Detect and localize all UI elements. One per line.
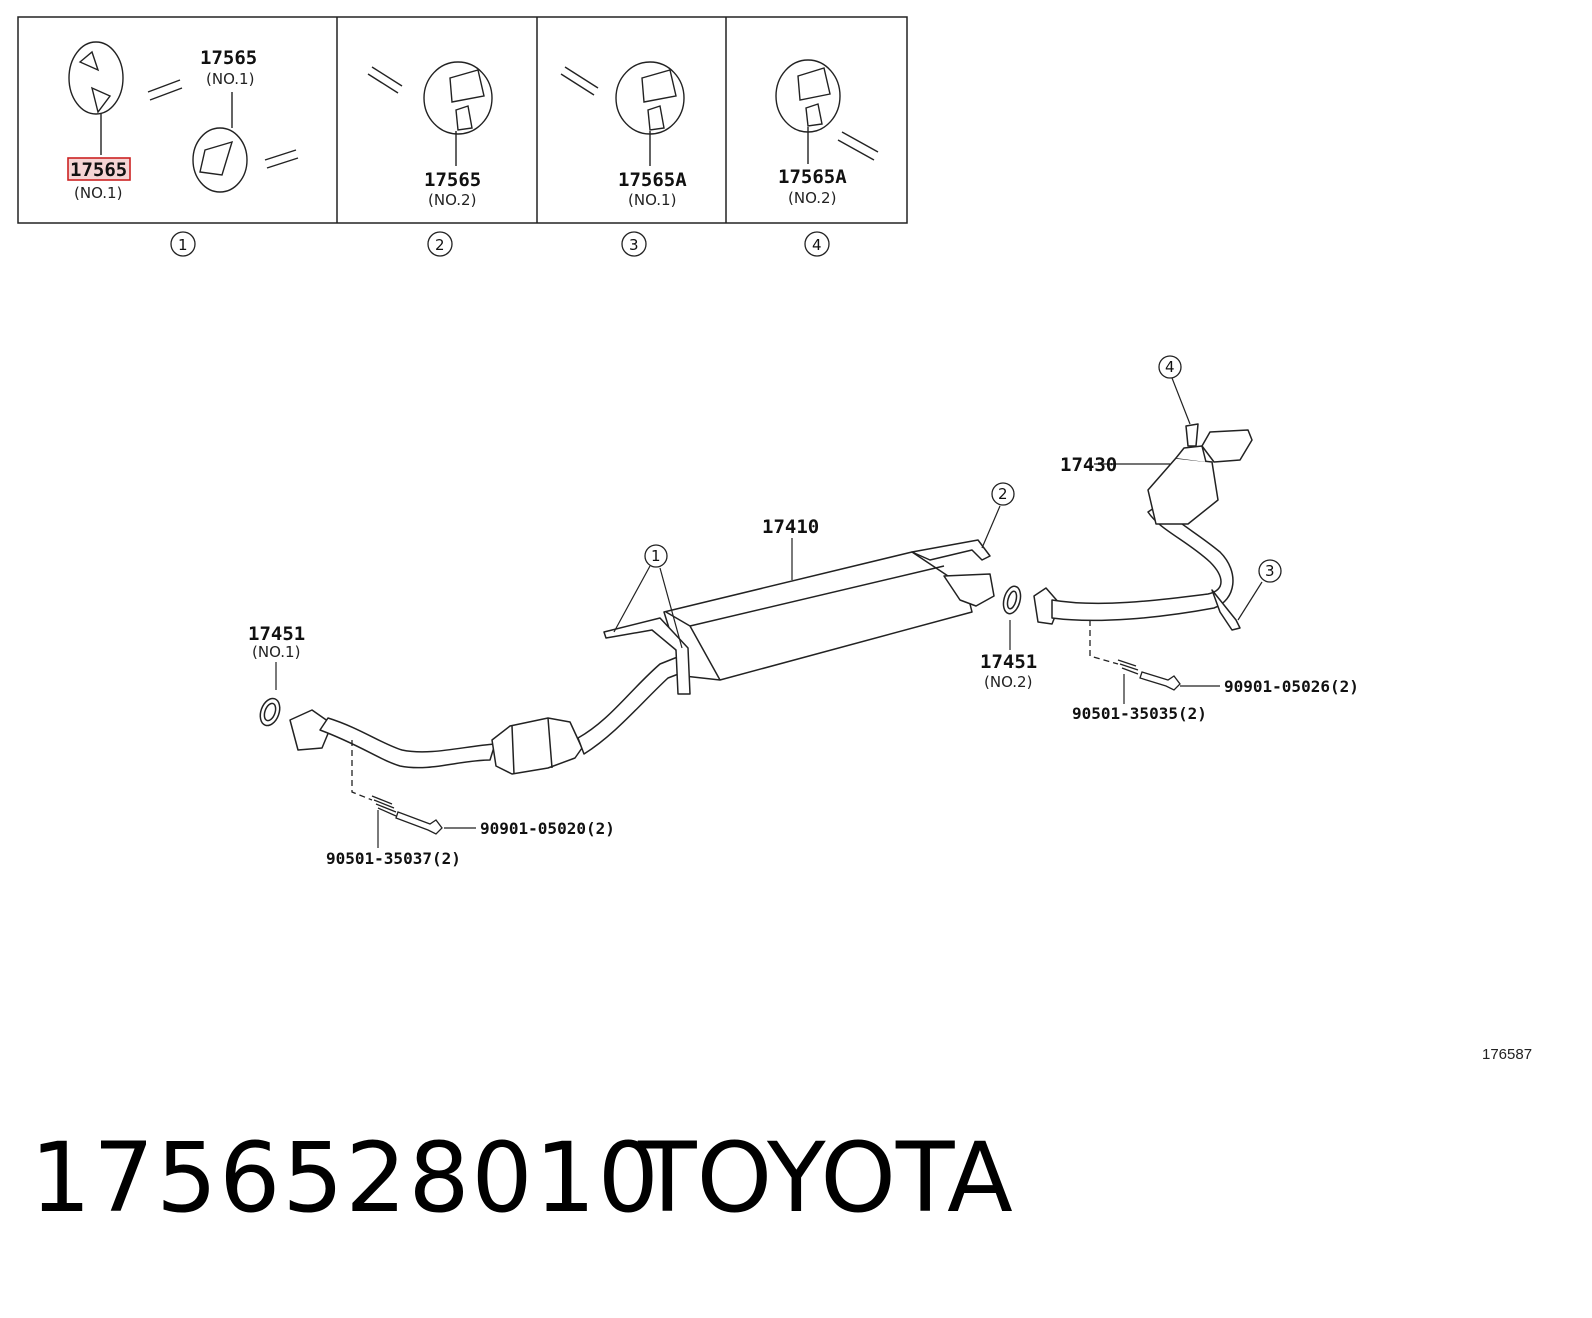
callout-number: 3 xyxy=(1265,562,1275,580)
diagram-id: 176587 xyxy=(1482,1046,1533,1063)
part-label-17451-no2[interactable]: 17451 xyxy=(980,651,1037,673)
part-label-17451-no1[interactable]: 17451 xyxy=(248,623,305,645)
footer-brand: TOYOTA xyxy=(638,1122,1013,1234)
main-callouts xyxy=(644,355,1282,583)
fastener-guides xyxy=(351,620,1119,801)
inset-part-sub: (NO.1) xyxy=(74,184,122,202)
inset-part-label[interactable]: 17565A xyxy=(778,166,847,188)
callout-number: 2 xyxy=(435,236,445,254)
inset-part-label[interactable]: 17565 xyxy=(70,159,127,181)
callout-number: 4 xyxy=(812,236,822,254)
hanger-drawing xyxy=(68,41,299,193)
footer-part-number: 1756528010 xyxy=(30,1122,661,1234)
part-label-90901-05026[interactable]: 90901-05026(2) xyxy=(1224,677,1359,696)
callout-number: 2 xyxy=(998,485,1008,503)
inset-part-sub: (NO.2) xyxy=(428,191,476,209)
fastener-drawings xyxy=(371,659,1181,835)
inset-part-sub: (NO.1) xyxy=(628,191,676,209)
inset-part-sub: (NO.1) xyxy=(206,70,254,88)
panel-callouts xyxy=(170,231,830,257)
part-label-90501-35035[interactable]: 90501-35035(2) xyxy=(1072,704,1207,723)
inset-part-sub: (NO.2) xyxy=(788,189,836,207)
leader-lines xyxy=(275,377,1263,848)
inset-part-label[interactable]: 17565A xyxy=(618,169,687,191)
part-label-90901-05020[interactable]: 90901-05020(2) xyxy=(480,819,615,838)
callout-number: 4 xyxy=(1165,358,1175,376)
hanger-drawing xyxy=(775,59,879,164)
callout-number: 3 xyxy=(629,236,639,254)
inset-panels xyxy=(17,16,908,224)
part-label-17430[interactable]: 17430 xyxy=(1060,454,1117,476)
part-sub-17451-no2: (NO.2) xyxy=(984,673,1032,691)
inset-frame xyxy=(17,16,908,224)
part-sub-17451-no1: (NO.1) xyxy=(252,643,300,661)
highlight-box xyxy=(67,157,131,181)
inset-part-label[interactable]: 17565 xyxy=(424,169,481,191)
callout-number: 1 xyxy=(651,547,661,565)
part-label-90501-35037[interactable]: 90501-35037(2) xyxy=(326,849,461,868)
part-label-17410[interactable]: 17410 xyxy=(762,516,819,538)
hanger-drawing xyxy=(367,61,493,166)
exhaust-system-drawing xyxy=(259,423,1253,775)
inset-part-label[interactable]: 17565 xyxy=(200,47,257,69)
callout-number: 1 xyxy=(178,236,188,254)
hanger-drawing xyxy=(560,61,685,166)
